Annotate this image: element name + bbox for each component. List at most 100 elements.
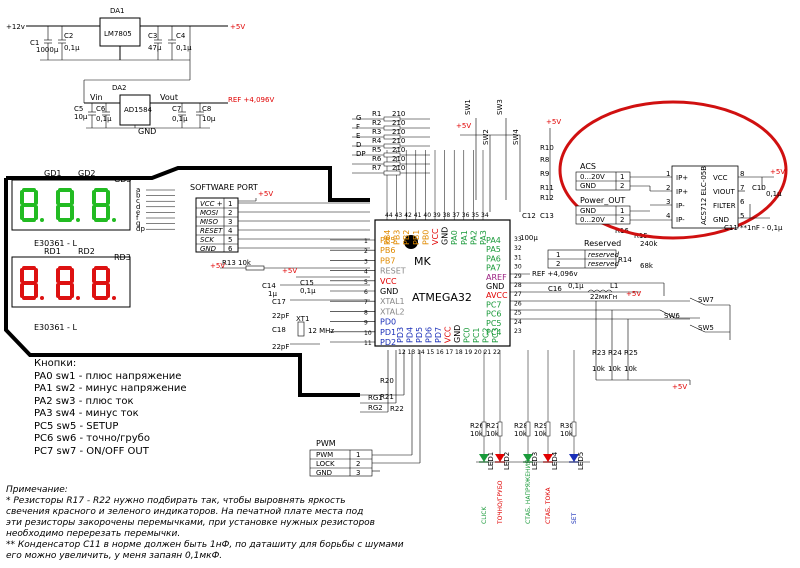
- mcu-pin-number: 31: [514, 254, 522, 261]
- mcu-pin-number: 29: [514, 273, 522, 280]
- button-line: PA2 sw3 - плюс ток: [34, 395, 134, 407]
- acs712-name: ACS712 ELC-05B: [700, 166, 708, 225]
- mcu-pin1-dot: [404, 235, 418, 249]
- r20-label: R20: [380, 377, 394, 385]
- r25-value: 10k: [624, 365, 638, 373]
- r12-label: R12: [540, 194, 554, 202]
- r13-label: R13 10k: [222, 259, 252, 267]
- software-port-pin: VCC +: [200, 200, 223, 208]
- acs-pin-2: GND: [580, 182, 596, 190]
- rg1-label: RG1: [368, 394, 383, 402]
- sw-pull-v5: +5V: [672, 383, 687, 391]
- reserved-num-2: 2: [556, 260, 560, 268]
- acs-ip2: IP+: [676, 188, 688, 196]
- sw3-label: SW3: [496, 99, 504, 115]
- mcu-pin-right: AVCC: [486, 291, 508, 300]
- c12-label: C12: [522, 212, 536, 220]
- software-port-pin: MISO: [200, 218, 219, 226]
- mcu-pin-left: XTAL2: [380, 307, 405, 316]
- led-resistor-label: R27: [486, 422, 500, 430]
- c12-value: 100µ: [520, 234, 538, 242]
- acs-gnd: GND: [713, 216, 729, 224]
- led-name: LED1: [487, 452, 495, 470]
- mcu-body: [374, 219, 511, 347]
- rg2-label: RG2: [368, 404, 383, 412]
- mcu-pin-right: PA4: [486, 236, 501, 245]
- segment-label: a: [136, 186, 140, 194]
- led-resistor-label: R26: [470, 422, 484, 430]
- mcu-pin-bottom: GND: [453, 325, 462, 343]
- ad1584-chip: [119, 94, 151, 126]
- acs-num-1: 1: [620, 173, 624, 181]
- r14-value: 68k: [640, 262, 654, 270]
- top-resistor-value: 210: [392, 137, 405, 145]
- led-resistor-value: 10k: [514, 430, 528, 438]
- led-name: LED4: [551, 451, 559, 470]
- mcu-pin-number: 42: [404, 212, 412, 219]
- crystal: [297, 321, 305, 337]
- mcu-pin-number: 13: [408, 349, 416, 356]
- c3-label: C3: [148, 32, 157, 40]
- mcu-pin-number: 4: [364, 269, 368, 276]
- c7-label: C7: [172, 105, 181, 113]
- c15-value: 0,1µ: [300, 287, 316, 295]
- mcu-pin-number: 17: [446, 349, 454, 356]
- acs-n1: 1: [666, 170, 670, 178]
- reserved-title: Reserved: [584, 239, 621, 248]
- mcu-pin-number: 27: [514, 291, 522, 298]
- acs-n7: 7: [740, 184, 744, 192]
- power-out-pin-2: 0...20V: [580, 216, 605, 224]
- top-resistor-value: 210: [392, 155, 405, 163]
- da1-label: DA1: [110, 7, 125, 15]
- c1-label: C1: [30, 39, 39, 47]
- pwm-pin-lock: LOCK: [316, 460, 335, 468]
- acs-v5: +5V: [770, 168, 785, 176]
- r14-label: R14: [618, 256, 632, 264]
- top-resistor-value: 210: [392, 110, 405, 118]
- ref-power-label: REF +4,096V: [228, 96, 274, 104]
- rd3-label: RD3: [114, 253, 131, 262]
- display-red-group: RD1 RD2 RD3 E30361 - L: [11, 247, 131, 332]
- v12-label: +12v: [6, 23, 25, 31]
- notes-block: Примечание: * Резисторы R17 - R22 нужно …: [6, 485, 566, 562]
- r11-label: R11: [540, 184, 554, 192]
- mcu-pin-bottom: PC0: [463, 328, 472, 344]
- acs-ip1: IP+: [676, 174, 688, 182]
- r15-value: 240k: [640, 240, 658, 248]
- segment-net-label: D: [356, 141, 361, 149]
- mcu-pin-left: PB6: [380, 246, 395, 255]
- c14-label: C14: [262, 282, 276, 290]
- software-port-num: 5: [228, 236, 232, 244]
- mcu-pin-right: PA7: [486, 264, 501, 273]
- c18-value: 22pF: [272, 343, 289, 351]
- button-line: PA1 sw2 - минус напряжение: [34, 383, 187, 394]
- mcu-pin-right: AREF: [486, 273, 507, 282]
- mcu-pin-number: 36: [462, 212, 470, 219]
- software-port-num: 2: [228, 209, 232, 217]
- mcu-pin-left: PB7: [380, 256, 395, 265]
- c13-label: C13: [540, 212, 554, 220]
- decimal-point: [76, 296, 80, 300]
- pwm-connector: [309, 449, 373, 477]
- pwm-num-3: 3: [356, 469, 360, 477]
- mcu-pin-number: 35: [471, 212, 479, 219]
- mcu-pin-number: 8: [364, 309, 368, 316]
- mcu-pin-number: 16: [436, 349, 444, 356]
- buttons-title: Кнопки:: [34, 358, 77, 369]
- mcu-pin-number: 34: [481, 212, 489, 219]
- acs-title: ACS: [580, 162, 596, 171]
- mcu-pin-top: PA0: [450, 230, 459, 245]
- segment-net-label: DP: [356, 150, 366, 158]
- r8-label: R8: [540, 156, 549, 164]
- reserved-row-1: reserved: [588, 251, 619, 259]
- mcu-pin-top: PA2: [469, 230, 478, 245]
- decimal-point: [76, 218, 80, 222]
- r23-label: R23: [592, 349, 606, 357]
- mcu-pin-number: 43: [395, 212, 403, 219]
- c11-label: C11 **1nF - 0,1µ: [724, 224, 783, 232]
- r-v5-label: +5V: [546, 118, 561, 126]
- gnd-da2-label: GND: [138, 127, 156, 136]
- mcu-pin-left: RESET: [380, 267, 406, 276]
- da2-label: DA2: [112, 84, 127, 92]
